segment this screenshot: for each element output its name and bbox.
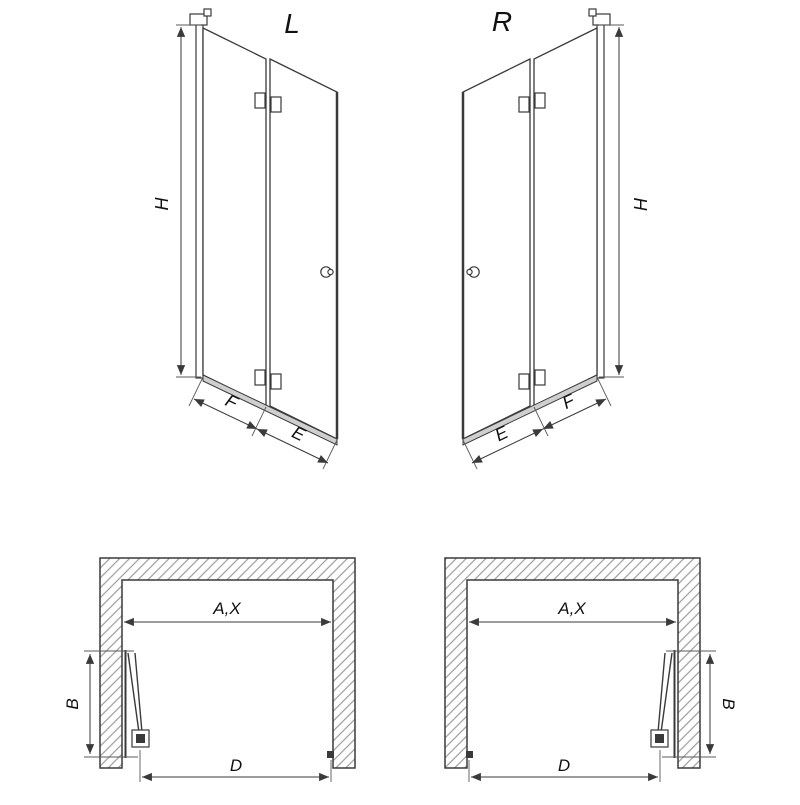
dim-AX-label: A,X (212, 599, 241, 618)
front-view-left: L H (152, 8, 339, 470)
door-catch-icon (327, 751, 334, 758)
dim-depth-left: B (63, 650, 138, 758)
plan-view-left: A,X B D (63, 557, 356, 782)
dim-F-label: F (559, 390, 578, 413)
dim-height-left: H (152, 24, 201, 378)
wall-profile (195, 21, 204, 379)
fold-hinge-bottom-icon (518, 369, 546, 390)
wall-profile (596, 21, 605, 379)
glass-panel-inner (533, 26, 598, 408)
fold-hinge-top-icon (254, 92, 282, 113)
dim-H-label: H (152, 197, 172, 211)
fold-hinge-bottom-icon (254, 369, 282, 390)
dim-E-label: E (289, 422, 309, 446)
sill (202, 374, 338, 446)
dim-clear-left: D (139, 750, 332, 782)
dim-D-label: D (558, 756, 570, 775)
dim-AX-label: A,X (557, 599, 586, 618)
dim-E-label: E (492, 422, 512, 446)
dim-H-label: H (630, 198, 650, 212)
dim-F-label: F (222, 390, 241, 413)
sill (462, 374, 598, 446)
variant-label-left: L (284, 8, 300, 39)
dim-height-right: H (599, 24, 650, 378)
door-knob-icon (320, 266, 334, 278)
dim-D-label: D (230, 756, 242, 775)
pivot-pin-icon (136, 734, 145, 743)
fold-hinge-top-icon (518, 92, 546, 113)
top-bracket-pin-icon (588, 8, 597, 17)
dim-depth-right: B (662, 650, 738, 758)
front-view-right: R H (461, 6, 650, 470)
door-catch-icon (466, 751, 473, 758)
glass-panel-inner (202, 26, 267, 408)
door-knob-icon (466, 266, 480, 278)
pivot-pin-icon (655, 734, 664, 743)
dim-B-label: B (63, 698, 82, 709)
top-bracket-pin-icon (203, 8, 212, 17)
dim-clear-right: D (468, 750, 661, 782)
variant-label-right: R (492, 6, 512, 37)
plan-view-right: A,X B D (444, 557, 738, 782)
dim-opening-left: A,X (123, 599, 331, 627)
dim-B-label: B (719, 698, 738, 709)
folded-door-plan (466, 650, 676, 758)
dim-opening-right: A,X (469, 599, 676, 627)
wall-section (99, 557, 356, 769)
folded-door-plan (124, 650, 334, 758)
wall-section (444, 557, 701, 769)
